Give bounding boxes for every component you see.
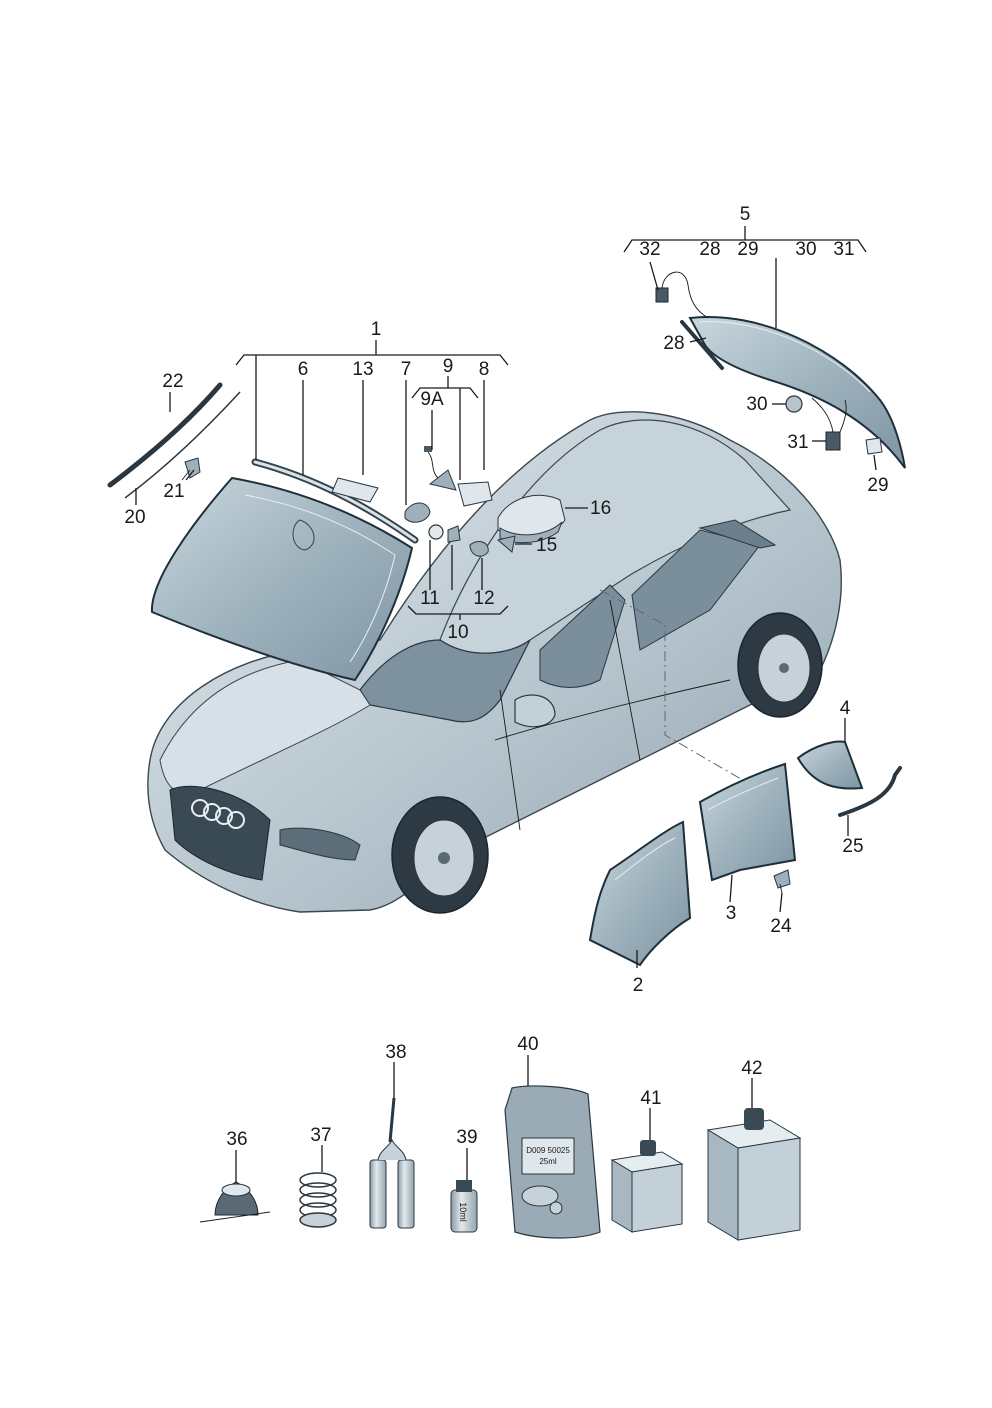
label-28-top: 28: [699, 239, 720, 260]
label-38: 38: [385, 1042, 406, 1063]
car-body: [147, 411, 842, 914]
part-15-bracket: [496, 535, 516, 553]
label-31-top: 31: [833, 239, 854, 260]
part-7-clip: [404, 502, 431, 523]
part-21-clip: [181, 457, 201, 481]
label-40: 40: [517, 1034, 538, 1055]
rear-window: [688, 316, 906, 469]
part-28-seal: [680, 320, 724, 370]
label-7: 7: [401, 359, 412, 380]
car-badge-rings: [191, 799, 245, 829]
label-9a: 9A: [420, 389, 444, 410]
part-24-pin: [773, 869, 791, 894]
label-10: 10: [447, 622, 468, 643]
label-16: 16: [590, 498, 611, 519]
label-8: 8: [479, 359, 490, 380]
label-31: 31: [787, 432, 808, 453]
part-3-rear-door-glass: [698, 762, 797, 882]
part-2-front-door-glass: [588, 820, 692, 967]
label-30: 30: [746, 394, 767, 415]
label-6: 6: [298, 359, 309, 380]
label-22: 22: [162, 371, 183, 392]
label-13: 13: [352, 359, 373, 380]
rear-wheel: [737, 612, 823, 718]
label-2: 2: [633, 975, 644, 996]
part-40-bag: [504, 1085, 601, 1239]
bag-40-volume: 25ml: [539, 1157, 557, 1166]
label-15: 15: [536, 535, 557, 556]
label-25: 25: [842, 836, 863, 857]
part-10-grommet: [447, 525, 461, 543]
label-37: 37: [310, 1125, 331, 1146]
label-24: 24: [770, 916, 792, 937]
bag-40-code: D009 50025: [526, 1146, 570, 1155]
part-36-spool: [199, 1181, 271, 1223]
label-39: 39: [456, 1127, 477, 1148]
label-5: 5: [740, 204, 751, 225]
part-39-bottle: [450, 1180, 478, 1233]
part-12-clip: [469, 541, 489, 557]
part-25-quarter-seal: [838, 766, 902, 817]
part-30-plug: [785, 395, 803, 413]
callout-labels: 1 6 13 7 9 8 9A 11 12 10 15 16 22 21 20 …: [124, 204, 888, 1150]
part-38-cartridge: [369, 1097, 415, 1229]
label-30-top: 30: [795, 239, 816, 260]
windscreen: [150, 476, 414, 682]
part-37-wire-coil: [299, 1172, 337, 1228]
label-21: 21: [163, 481, 184, 502]
bottle-39-label: 10ml: [458, 1202, 468, 1222]
front-wheel: [391, 796, 489, 914]
label-41: 41: [640, 1088, 661, 1109]
part-11-ring: [428, 524, 444, 540]
label-42: 42: [741, 1058, 762, 1079]
part-32-harness: [655, 271, 709, 319]
label-29: 29: [867, 475, 888, 496]
label-20: 20: [124, 507, 145, 528]
label-12: 12: [473, 588, 494, 609]
part-4-quarter-glass: [796, 740, 864, 790]
label-28: 28: [663, 333, 684, 354]
part-29-stop: [865, 437, 883, 455]
label-9: 9: [443, 356, 454, 377]
part-41-can: [610, 1140, 684, 1233]
label-11: 11: [420, 588, 440, 609]
part-42-can: [706, 1108, 802, 1241]
part-13-cover: [331, 477, 379, 503]
label-29-top: 29: [737, 239, 758, 260]
label-32: 32: [639, 239, 660, 260]
label-3: 3: [726, 903, 737, 924]
leader-lines: [135, 226, 877, 1182]
label-4: 4: [840, 698, 851, 719]
part-20-22-trim: [107, 382, 241, 499]
label-1: 1: [371, 319, 382, 340]
part-16-housing: [497, 494, 566, 544]
product-text: 10ml D009 50025 25ml: [458, 1146, 570, 1222]
part-9-sensor: [424, 446, 493, 507]
label-36: 36: [226, 1129, 247, 1150]
